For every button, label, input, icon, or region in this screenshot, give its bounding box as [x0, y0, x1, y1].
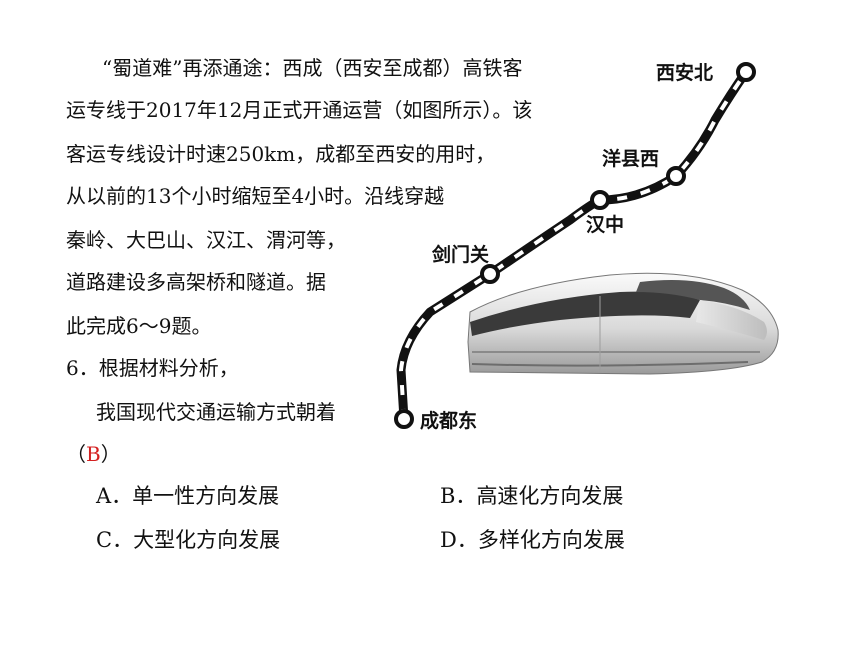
paren-close: ） [100, 442, 121, 466]
station-label-jianmenguan: 剑门关 [432, 244, 490, 266]
station-marker-chengdu-east [394, 409, 414, 429]
option-b[interactable]: B．高速化方向发展 [440, 482, 623, 510]
station-marker-xian-north [736, 62, 756, 82]
passage-line: “蜀道难”再添通途：西成（西安至成都）高铁客 [102, 56, 523, 80]
station-marker-yangxian-west [666, 166, 686, 186]
answer-letter: B [86, 442, 101, 466]
option-letter: A． [96, 484, 133, 508]
question-stem: 我国现代交通运输方式朝着 [96, 400, 336, 424]
option-c[interactable]: C．大型化方向发展 [96, 526, 280, 554]
paren-open: （ [66, 442, 86, 466]
station-label-chengdu-east: 成都东 [420, 410, 478, 432]
passage-line: 运专线于2017年12月正式开通运营（如图所示）。该 [66, 98, 533, 122]
passage-line: 道路建设多高架桥和隧道。据 [66, 270, 326, 294]
station-marker-hanzhong [590, 190, 610, 210]
station-label-xian-north: 西安北 [656, 62, 714, 84]
passage-line: 秦岭、大巴山、汉江、渭河等， [66, 228, 346, 252]
passage-line: 此完成6～9题。 [66, 314, 212, 338]
option-text: 单一性方向发展 [132, 484, 280, 508]
option-letter: C． [96, 528, 134, 552]
answer-blank: （B） [66, 440, 121, 468]
option-letter: D． [440, 528, 478, 552]
passage-line: 从以前的13个小时缩短至4小时。沿线穿越 [66, 184, 445, 208]
option-text: 高速化方向发展 [476, 484, 624, 508]
option-a[interactable]: A．单一性方向发展 [96, 482, 279, 510]
train-illustration [467, 272, 779, 375]
station-label-yangxian-west: 洋县西 [602, 148, 660, 170]
option-d[interactable]: D．多样化方向发展 [440, 526, 625, 554]
option-text: 大型化方向发展 [133, 528, 281, 552]
station-label-hanzhong: 汉中 [586, 214, 625, 236]
question-stem: 6．根据材料分析， [66, 356, 239, 380]
option-letter: B． [440, 484, 477, 508]
station-marker-jianmenguan [480, 264, 500, 284]
passage-line: 客运专线设计时速250km，成都至西安的用时， [66, 142, 496, 166]
option-text: 多样化方向发展 [477, 528, 625, 552]
